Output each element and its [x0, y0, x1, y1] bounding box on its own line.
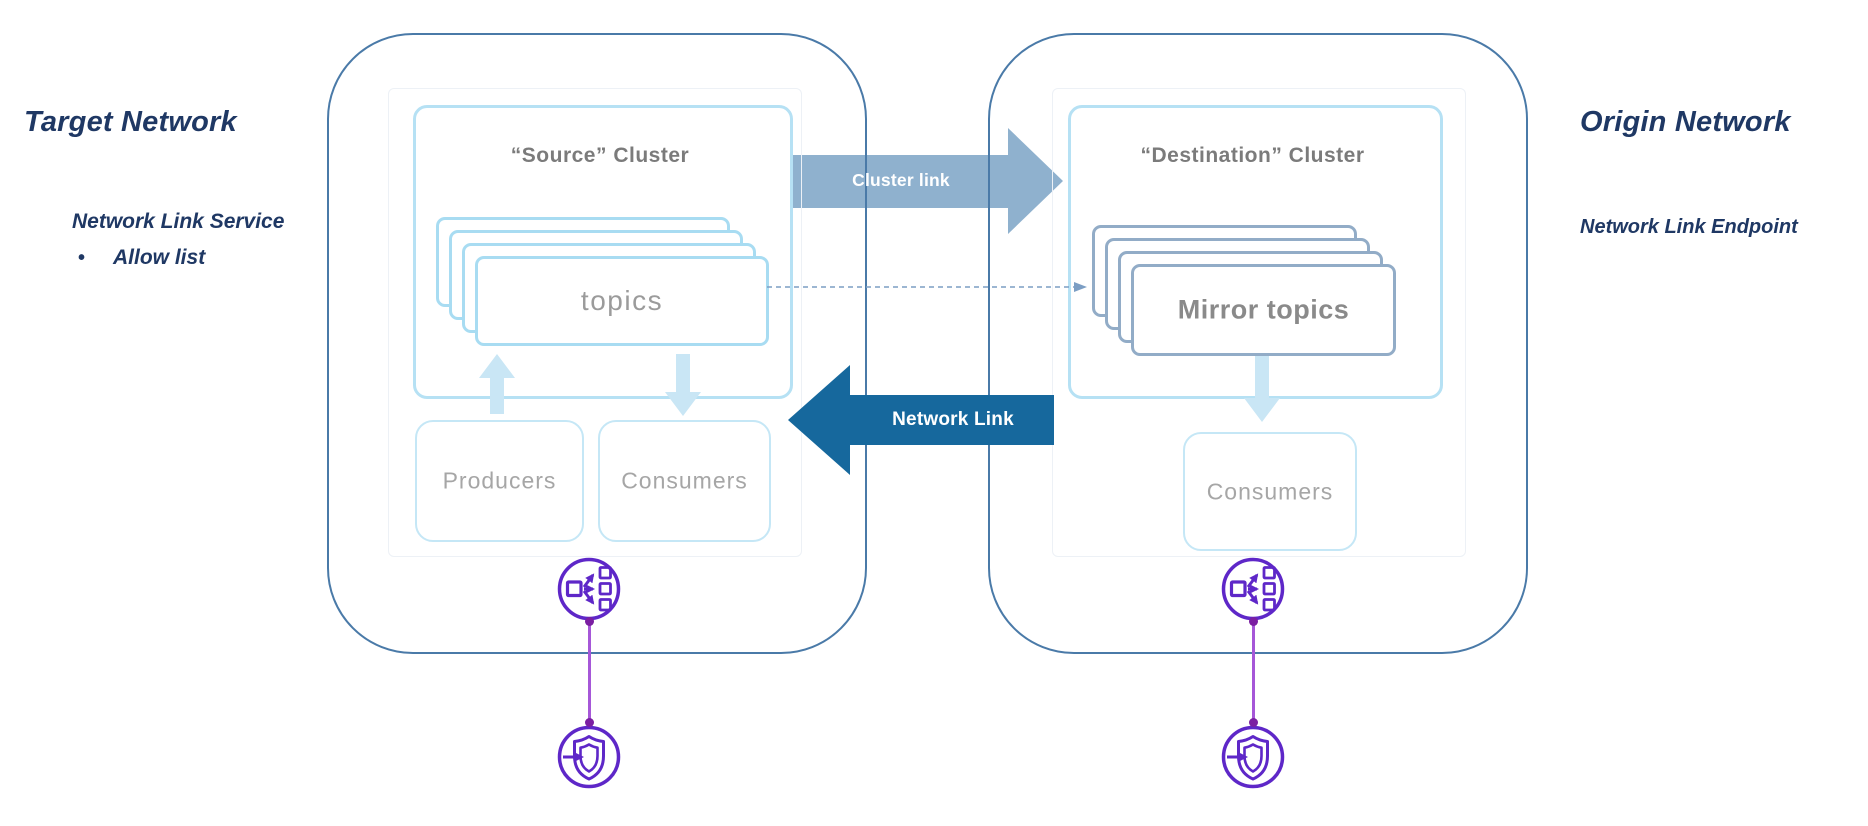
network-link-service-label: Network Link Service	[72, 210, 285, 233]
allow-list-bullet: •	[78, 247, 86, 269]
source-cluster-group	[388, 88, 802, 557]
consume-down-arrow-icon	[1244, 356, 1280, 422]
source-cluster-title: “Source” Cluster	[510, 144, 690, 167]
consumers-label: Consumers	[1206, 478, 1334, 504]
source-consumers-box: Consumers	[598, 420, 771, 542]
target-network-label: Target Network	[24, 106, 237, 138]
origin-network-container	[988, 33, 1528, 654]
origin-network-label: Origin Network	[1580, 106, 1791, 138]
topic-card-front: topics	[475, 256, 769, 346]
mirror-topics-label: Mirror topics	[1177, 294, 1350, 325]
producers-box: Producers	[415, 420, 584, 542]
allow-list-label: Allow list	[113, 246, 206, 269]
produce-up-arrow-icon	[479, 354, 515, 414]
consume-down-arrow-icon	[665, 354, 701, 416]
connector-dot	[1249, 617, 1258, 626]
connector-dot	[585, 718, 594, 727]
consumers-label: Consumers	[621, 467, 748, 494]
network-link-arrow	[788, 365, 1054, 475]
connector-line	[1252, 620, 1255, 726]
mirror-dashed-arrow-icon	[767, 282, 1087, 292]
shield-arrow-icon	[1221, 725, 1285, 789]
shield-arrow-icon	[557, 725, 621, 789]
producers-label: Producers	[442, 467, 557, 494]
destination-cluster-title: “Destination” Cluster	[1140, 144, 1365, 167]
fanout-icon	[1221, 557, 1285, 621]
mirror-topic-card-front: Mirror topics	[1131, 264, 1396, 356]
cluster-link-label: Cluster link	[852, 170, 950, 190]
target-network-container	[327, 33, 867, 654]
cluster-link-arrow	[787, 128, 1063, 234]
fanout-icon	[557, 557, 621, 621]
topics-label: topics	[580, 285, 664, 316]
network-link-endpoint-label: Network Link Endpoint	[1580, 216, 1798, 238]
network-link-label: Network Link	[892, 409, 1014, 430]
connector-line	[588, 620, 591, 726]
destination-cluster-group	[1052, 88, 1466, 557]
connector-dot	[1249, 718, 1258, 727]
allow-list-item: • Allow list	[78, 246, 205, 270]
destination-consumers-box: Consumers	[1183, 432, 1357, 551]
connector-dot	[585, 617, 594, 626]
